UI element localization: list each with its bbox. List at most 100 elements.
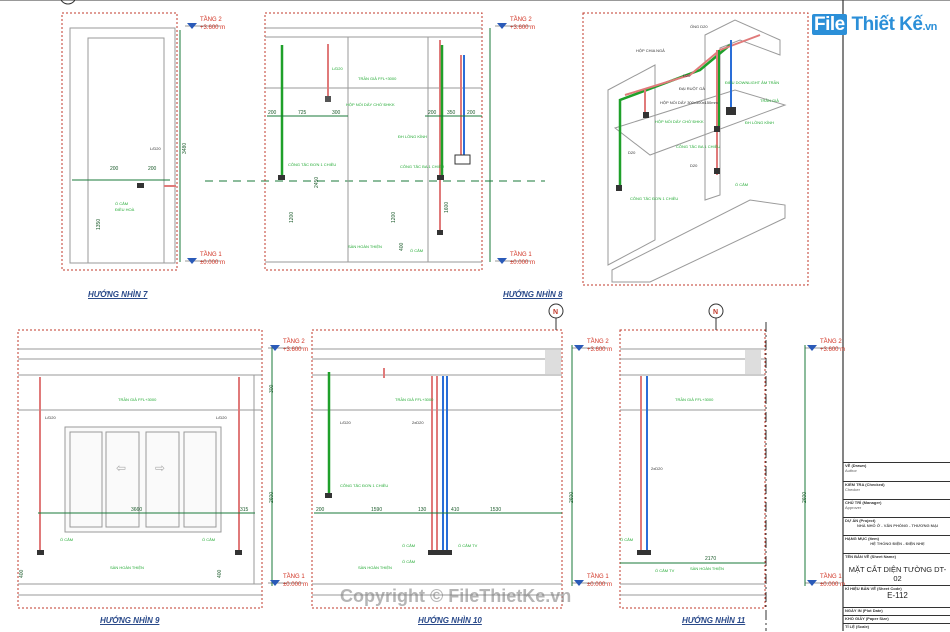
tb-plot-date: NGÀY IN (Plot Date) (843, 607, 950, 616)
tb-key: VẼ (Drawn) (845, 463, 867, 468)
dim-label: 400 (217, 569, 223, 578)
note-label: SÀN HOÀN THIỆN (690, 566, 724, 571)
view-title-8: HƯỚNG NHÌN 8 (503, 290, 563, 299)
dim-label: 300 (269, 384, 275, 393)
dim-label: 1350 (96, 219, 102, 230)
tb-value (883, 608, 885, 613)
dim-label: 410 (451, 507, 460, 513)
note-label: Ổ CẮM (202, 537, 215, 542)
dim-label: 2170 (705, 556, 716, 562)
note-label: SÀN HOÀN THIỆN (110, 565, 144, 570)
tb-item: HẠNG MỤC (Item)HỆ THỐNG ĐIỆN - ĐIỆN NHẸ (843, 535, 950, 554)
level-name: TẦNG 1 (820, 573, 842, 580)
level-name: TẦNG 1 (200, 251, 222, 258)
level-elevation: +3.600 m (510, 25, 535, 31)
tb-key: KÍ HIỆU BẢN VẼ (Sheet Code) (845, 586, 902, 591)
dim-label: 315 (240, 507, 249, 513)
level-name: TẦNG 1 (587, 573, 609, 580)
level-name: TẦNG 2 (283, 338, 305, 345)
note-label: Ổ CẮM (410, 248, 423, 253)
level-elevation: +3.600 m (587, 347, 612, 353)
level-marker: TẦNG 1±0.000 m (805, 573, 845, 588)
dim-label: 1590 (371, 507, 382, 513)
note-label: D20 (690, 163, 698, 168)
note-label: ĐIỀU DOWNLIGHT ÂM TRẦN (725, 80, 779, 85)
note-label: ỐNG D20 (690, 24, 708, 29)
note-label: L/D20 (150, 146, 161, 151)
dim-label: 200 (467, 110, 476, 116)
tb-key: NGÀY IN (Plot Date) (845, 608, 883, 613)
level-marker: TẦNG 1 ±0.000 m (268, 573, 308, 588)
note-label: 2xD20 (412, 420, 424, 425)
filethietke-logo: File Thiết Kế.vn (812, 14, 937, 35)
note-label: ĐIỀU HOÀ (115, 207, 135, 212)
tb-value: Checker (845, 487, 860, 492)
view-title-7: HƯỚNG NHÌN 7 (88, 290, 148, 299)
tb-drawn: VẼ (Drawn)Author (843, 462, 950, 482)
dim-label: 400 (19, 569, 25, 578)
outlet-icon (437, 230, 443, 235)
dim-label: 130 (418, 507, 427, 513)
level-elevation: ±0.000 m (200, 260, 225, 266)
level-triangle-icon (574, 580, 584, 586)
note-label: 2xD20 (651, 466, 663, 471)
level-name: TẦNG 1 (283, 573, 305, 580)
level-name: TẦNG 2 (510, 16, 532, 23)
tb-manager: CHỦ TRÌ (Manager)Approver (843, 499, 950, 518)
outlet-icon (137, 183, 144, 188)
level-elevation: ±0.000 m (510, 260, 535, 266)
note-label: ĐH LỒNG KÍNH (745, 120, 774, 125)
level-elevation: +3.600 m (820, 347, 845, 353)
level-triangle-icon (497, 258, 507, 264)
level-elevation: +3.600 m (200, 25, 225, 31)
level-elevation: ±0.000 m (283, 582, 308, 588)
tb-value: HỆ THỐNG ĐIỆN - ĐIỆN NHẸ (870, 541, 925, 546)
isometric-view: HỘP CHIA NGẢ HỘP NỐI DÂY 300x300x150mm H… (582, 12, 809, 286)
level-marker: TẦNG 2+3.600 m (805, 338, 845, 353)
view-7: 200 200 3480 Ổ CẮM ĐIỀU HOÀ L/D20 1350 (61, 12, 188, 271)
dim-label: 1530 (490, 507, 501, 513)
view-title-11: HƯỚNG NHÌN 11 (682, 616, 746, 625)
tb-project: DỰ ÁN (Project)NHÀ NHỎ Ở - VĂN PHÒNG - T… (843, 517, 950, 536)
view-10: 200 1590 130 410 1530 2600 TRẦN GIẢ FFL+… (311, 303, 575, 609)
level-name: TẦNG 2 (200, 16, 222, 23)
level-marker: TẦNG 1 ±0.000 m (185, 251, 225, 266)
note-label: CÔNG TẮC ĐƠN 1 CHIỀU (630, 196, 678, 201)
dim-label: 200 (268, 110, 277, 116)
dim-label: 200 (110, 166, 119, 172)
note-label: TRẦN GIẢ FFL+3000 (675, 397, 714, 402)
level-marker: TẦNG 2 +3.600 m (495, 16, 535, 31)
note-label: L/D20 (332, 66, 343, 71)
note-label: SÀN HOÀN THIỆN (358, 565, 392, 570)
note-label: Ổ CẮM TV (655, 568, 675, 573)
note-label: ĐH LỒNG KÍNH (398, 134, 427, 139)
sliding-window: ⇦ ⇨ (64, 426, 222, 533)
level-elevation: +3.600 m (283, 347, 308, 353)
level-triangle-icon (807, 580, 817, 586)
note-label: TRẦN GIẢ FFL+3000 (358, 76, 397, 81)
note-label: CÔNG TẮC BA 1 CHIỀU (400, 164, 444, 169)
note-label: ĐẠI RUỘT GÀ (679, 86, 705, 91)
level-marker: TẦNG 2 +3.600 m (185, 16, 225, 31)
tb-paper-size: KHỔ GIẤY (Paper Size) (843, 615, 950, 624)
level-marker: TẦNG 1 ±0.000 m (572, 573, 612, 588)
note-label: HỘP NỐI DÂY CHỜ ĐHKK (346, 102, 395, 107)
dim-label: 2600 (802, 492, 808, 503)
tb-key: KHỔ GIẤY (Paper Size) (845, 616, 889, 621)
level-elevation: ±0.000 m (587, 582, 612, 588)
dim-label: 200 (316, 507, 325, 513)
north-label: N (713, 309, 718, 316)
level-marker: TẦNG 2 +3.600 m (268, 338, 308, 353)
dim-label: 3480 (182, 143, 188, 154)
level-triangle-icon (574, 345, 584, 351)
tb-value: NHÀ NHỎ Ở - VĂN PHÒNG - THƯƠNG MẠI (856, 523, 939, 528)
view-8: 200 725 300 200 350 200 2450 1200 1200 4… (264, 12, 491, 271)
dim-label: 400 (399, 242, 405, 251)
level-name: TẦNG 1 (510, 251, 532, 258)
level-marker: TẦNG 2+3.600 m (572, 338, 612, 353)
dim-label: 200 (428, 110, 437, 116)
tb-sheet-code: KÍ HIỆU BẢN VẼ (Sheet Code)E-112 (843, 585, 950, 608)
tb-key: TỈ LỆ (Scale) (845, 624, 870, 629)
switch-icon (278, 175, 285, 180)
